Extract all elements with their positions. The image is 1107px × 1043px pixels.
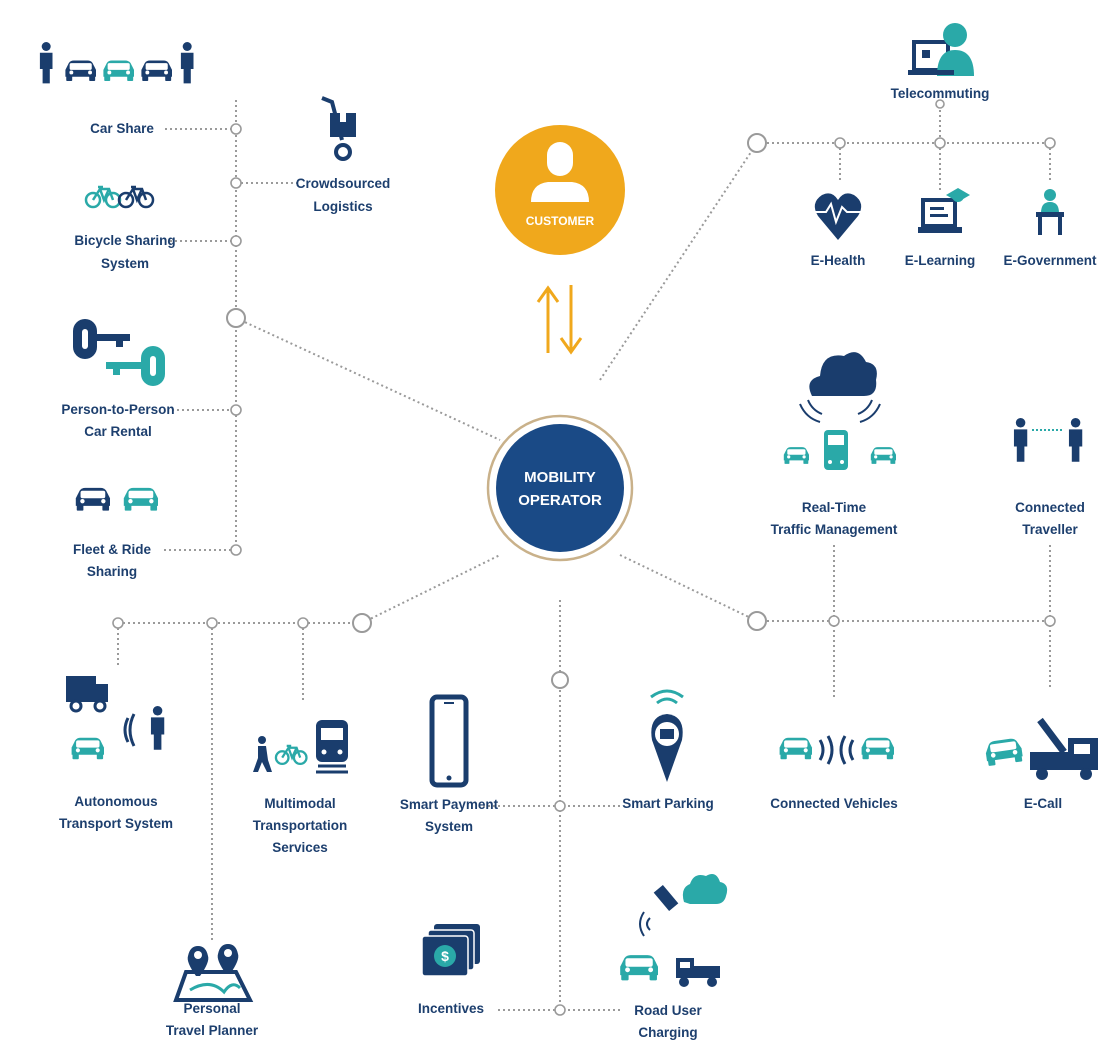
cloud-vehicles-icon bbox=[783, 352, 896, 470]
label-telecommuting: Telecommuting bbox=[891, 86, 990, 101]
people-cars-icon bbox=[39, 42, 194, 84]
junction-nodes bbox=[112, 99, 1056, 1016]
label-smart-parking: Smart Parking bbox=[622, 796, 714, 811]
hand-truck-icon bbox=[321, 96, 356, 161]
heart-pulse-icon bbox=[814, 193, 862, 240]
cars-signal-icon bbox=[779, 735, 894, 765]
label-e-learning: E-Learning bbox=[905, 253, 976, 268]
truck-car-person-icon bbox=[66, 676, 165, 760]
walk-bike-train-icon bbox=[253, 720, 348, 774]
tow-truck-icon bbox=[984, 717, 1098, 780]
mobility-operator-hub: MOBILITY OPERATOR bbox=[486, 414, 634, 562]
keys-icon bbox=[73, 319, 165, 386]
bicycles-icon bbox=[84, 185, 155, 209]
phone-icon bbox=[429, 694, 469, 788]
customer-node: CUSTOMER bbox=[495, 125, 625, 255]
satellite-cars-icon bbox=[620, 874, 728, 987]
hub-label-line1: MOBILITY bbox=[524, 469, 596, 486]
cars-icon bbox=[75, 487, 158, 511]
parking-meter-icon bbox=[650, 689, 684, 782]
person-at-screen-icon bbox=[908, 23, 974, 76]
user-icon bbox=[531, 142, 589, 202]
label-e-call: E-Call bbox=[1024, 796, 1062, 811]
hub-label-line2: OPERATOR bbox=[518, 492, 602, 509]
svg-text:$: $ bbox=[441, 948, 449, 964]
connector-lines bbox=[117, 100, 1051, 1011]
map-pin-icon bbox=[173, 944, 254, 1002]
money-icon: $ bbox=[421, 924, 480, 977]
label-connected-vehicles: Connected Vehicles bbox=[770, 796, 898, 811]
label-e-government: E-Government bbox=[1003, 253, 1097, 268]
exchange-arrows-icon bbox=[536, 285, 583, 355]
laptop-icon bbox=[918, 188, 970, 233]
label-incentives: Incentives bbox=[418, 1001, 484, 1016]
label-e-health: E-Health bbox=[811, 253, 866, 268]
podium-icon bbox=[1036, 189, 1064, 235]
people-signal-icon bbox=[1013, 418, 1083, 462]
label-car-share: Car Share bbox=[90, 121, 154, 136]
customer-label: CUSTOMER bbox=[526, 214, 595, 228]
